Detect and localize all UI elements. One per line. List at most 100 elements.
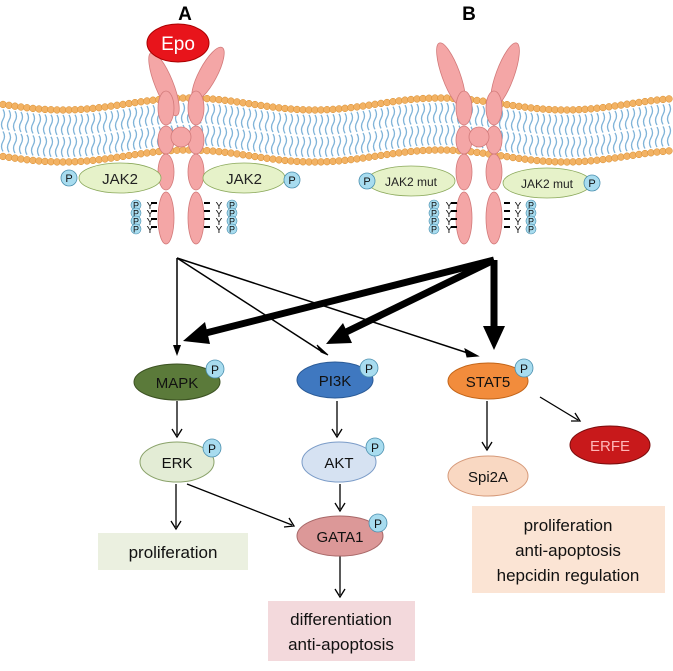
gata1-shape <box>296 515 384 557</box>
lipid-tail <box>330 136 336 157</box>
lipid-tail <box>648 105 654 127</box>
phospho-label: P <box>133 209 139 219</box>
lipid-tail <box>348 134 354 155</box>
outcome-gata1-box <box>268 601 415 661</box>
lipid-tail <box>582 135 588 157</box>
lipid-tail <box>372 130 378 152</box>
lipid-tail <box>108 110 114 132</box>
lipid-tail <box>576 114 582 135</box>
tyrosine-label: Y <box>147 225 154 236</box>
lipid-tail <box>234 128 240 150</box>
lipid-tail <box>570 114 576 136</box>
tyrosine-label: Y <box>147 201 154 212</box>
lipid-tail <box>246 130 252 151</box>
membrane-tails <box>0 102 672 158</box>
lipid-tail <box>282 135 288 156</box>
lipid-tail <box>522 111 528 133</box>
lipid-tail <box>246 108 252 129</box>
lipid-head <box>215 96 223 104</box>
lipid-head <box>533 156 541 165</box>
lipid-head <box>275 156 283 164</box>
lipid-head <box>257 153 265 162</box>
node-akt: AKT P <box>301 437 385 483</box>
lipid-tail <box>216 104 222 125</box>
lipid-head <box>593 104 601 112</box>
phospho-label: P <box>133 201 139 211</box>
lipid-tail <box>342 112 348 134</box>
erfe-label: ERFE <box>590 438 630 455</box>
lipid-tail <box>522 133 528 155</box>
akt-label: AKT <box>324 455 353 472</box>
receptor-b-junction <box>468 126 490 148</box>
lipid-tail <box>300 136 306 158</box>
arrowhead <box>283 517 296 528</box>
phospho-icon <box>365 437 385 457</box>
lipid-head <box>281 104 289 113</box>
lipid-head <box>521 155 529 163</box>
lipid-head <box>0 152 7 161</box>
arrowhead <box>334 502 346 513</box>
tyrosine-label: Y <box>515 217 522 228</box>
phospho-icon <box>428 223 440 235</box>
lipid-tail <box>642 128 648 149</box>
lipid-head <box>17 155 25 163</box>
lipid-head <box>473 96 481 105</box>
lipid-tail <box>648 127 654 149</box>
lipid-tail <box>204 103 210 124</box>
lipid-tail <box>396 127 402 149</box>
lipid-head <box>137 98 145 106</box>
lipid-tail <box>90 135 96 156</box>
lipid-tail <box>372 108 378 130</box>
lipid-head <box>653 148 661 156</box>
lipid-tail <box>480 105 486 127</box>
lipid-head <box>251 152 259 161</box>
lipid-tail <box>12 132 18 154</box>
tyrosine-label: Y <box>515 225 522 236</box>
lipid-tail <box>102 111 108 133</box>
outcome-stat5-box <box>472 506 665 593</box>
cell-membrane <box>0 94 673 166</box>
lipid-head <box>239 99 247 107</box>
lipid-head <box>407 147 415 156</box>
lipid-tail <box>534 113 540 134</box>
lipid-tail <box>24 134 30 156</box>
lipid-tail <box>144 105 150 127</box>
phospho-label: P <box>133 225 139 235</box>
erk-shape <box>139 441 215 483</box>
phospho-icon <box>514 358 534 378</box>
lipid-head <box>245 152 253 160</box>
lipid-head <box>5 101 13 109</box>
phospho-label: P <box>528 225 534 235</box>
lipid-tail <box>510 132 516 153</box>
lipid-tail <box>564 114 570 136</box>
lipid-tail <box>552 136 558 158</box>
lipid-head <box>581 157 589 165</box>
lipid-tail <box>402 104 408 126</box>
lipid-head <box>17 103 25 111</box>
lipid-tail <box>240 107 246 129</box>
tyrosine-label: Y <box>446 201 453 212</box>
lipid-tail <box>66 136 72 158</box>
lipid-tail <box>42 114 48 135</box>
lipid-tail <box>114 109 120 131</box>
lipid-tail <box>264 110 270 132</box>
lipid-head <box>503 153 511 161</box>
lipid-head <box>0 100 7 109</box>
tyrosine-label: Y <box>446 225 453 236</box>
phospho-label: P <box>528 209 534 219</box>
lipid-tail <box>438 102 444 124</box>
jak2-mut-b-left: JAK2 mut P <box>358 165 456 197</box>
lipid-tail <box>636 107 642 128</box>
lipid-head <box>341 156 349 164</box>
lipid-tail <box>120 109 126 130</box>
node-spi2a: Spi2A <box>447 455 529 497</box>
lipid-head <box>605 155 613 163</box>
phospho-icon <box>359 358 379 378</box>
outcome-mapk-box <box>98 533 248 570</box>
lipid-tail <box>408 104 414 125</box>
lipid-tail <box>432 102 438 124</box>
lipid-head <box>143 97 151 105</box>
lipid-tail <box>354 111 360 133</box>
lipid-tail <box>504 109 510 130</box>
